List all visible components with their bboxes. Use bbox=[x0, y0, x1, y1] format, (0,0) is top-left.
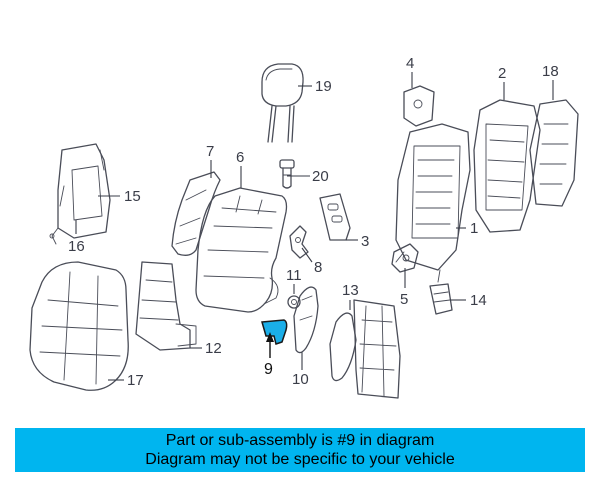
banner-line-disclaimer: Diagram may not be specific to your vehi… bbox=[145, 451, 455, 468]
leader-lines bbox=[75, 72, 554, 381]
callout-5: 5 bbox=[400, 291, 408, 308]
callout-11: 11 bbox=[286, 267, 302, 284]
part-6-backrest-cushion[interactable] bbox=[195, 187, 288, 313]
part-9-highlighted-cover[interactable] bbox=[261, 319, 288, 345]
seat-parts-diagram: 19 20 6 7 15 16 17 12 8 11 10 13 3 4 1 2… bbox=[29, 55, 579, 399]
part-19-headrest[interactable] bbox=[261, 63, 304, 143]
callout-13: 13 bbox=[342, 282, 359, 299]
part-13-side-panel[interactable] bbox=[329, 312, 357, 382]
callout-16: 16 bbox=[68, 238, 85, 255]
part-18-lumbar[interactable] bbox=[529, 99, 579, 207]
banner-line-part: Part or sub-assembly is #9 in diagram bbox=[165, 432, 435, 449]
callout-8: 8 bbox=[314, 259, 322, 276]
callout-17: 17 bbox=[127, 372, 144, 389]
part-side-frame bbox=[353, 299, 401, 399]
part-4-motor[interactable] bbox=[403, 85, 435, 127]
part-7-side-bolster[interactable] bbox=[171, 171, 221, 256]
part-14-module[interactable] bbox=[429, 283, 453, 315]
callout-19: 19 bbox=[315, 78, 332, 95]
part-16-cable[interactable] bbox=[49, 227, 59, 245]
callout-18: 18 bbox=[542, 63, 559, 80]
part-5-actuator[interactable] bbox=[391, 243, 419, 273]
callout-6: 6 bbox=[236, 149, 244, 166]
part-8-bracket[interactable] bbox=[289, 225, 309, 259]
info-banner: Part or sub-assembly is #9 in diagram Di… bbox=[15, 428, 585, 472]
callout-4: 4 bbox=[406, 55, 414, 72]
callout-1: 1 bbox=[470, 220, 478, 237]
callout-20: 20 bbox=[312, 168, 329, 185]
callout-14: 14 bbox=[470, 292, 487, 309]
part-1-backrest-frame[interactable] bbox=[395, 123, 471, 283]
part-17-seat-cushion[interactable] bbox=[29, 261, 129, 391]
part-20-guide[interactable] bbox=[279, 159, 295, 189]
callout-3: 3 bbox=[361, 233, 369, 250]
callout-12: 12 bbox=[205, 340, 222, 357]
part-3-switch[interactable] bbox=[319, 193, 351, 241]
part-12-cushion-frame[interactable] bbox=[135, 261, 197, 351]
part-15-back-panel[interactable] bbox=[57, 143, 111, 239]
callout-15: 15 bbox=[124, 188, 141, 205]
callout-9-highlighted: 9 bbox=[264, 361, 273, 378]
callout-2: 2 bbox=[498, 65, 506, 82]
callout-10: 10 bbox=[292, 371, 309, 388]
callout-7: 7 bbox=[206, 143, 214, 160]
part-2-backrest-frame-rear[interactable] bbox=[473, 99, 541, 233]
part-11-bushing[interactable] bbox=[287, 295, 301, 309]
part-10-side-trim[interactable] bbox=[293, 286, 319, 354]
